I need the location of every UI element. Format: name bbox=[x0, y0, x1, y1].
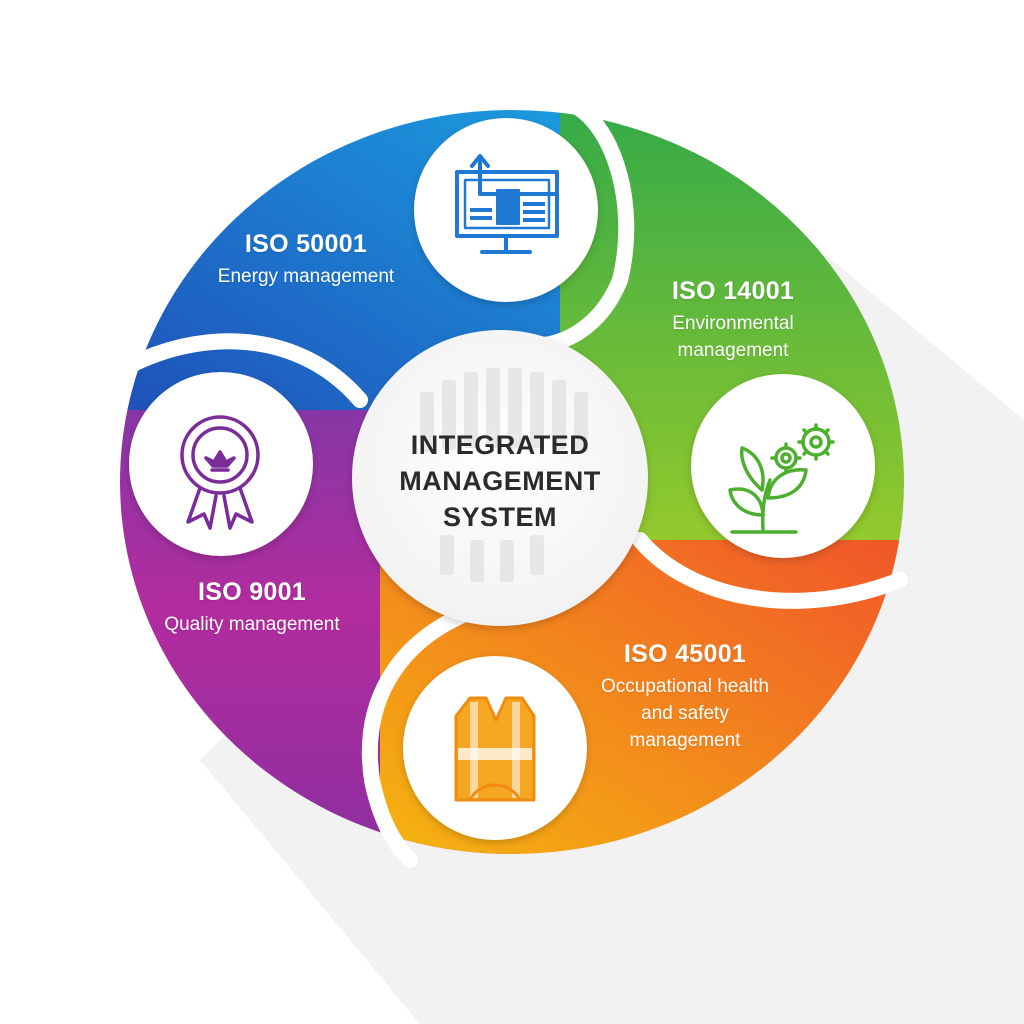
safety-vest-icon bbox=[454, 696, 536, 802]
center-title-line1: INTEGRATED bbox=[410, 430, 590, 460]
center-title: INTEGRATED MANAGEMENT SYSTEM bbox=[380, 427, 620, 535]
standard-environmental: ISO 14001 bbox=[671, 277, 795, 305]
description-ohs-2: and safety bbox=[641, 703, 729, 724]
divider-left bbox=[110, 333, 368, 408]
label-quality: ISO 9001 Quality management bbox=[164, 577, 339, 638]
divider-bottom bbox=[361, 604, 478, 868]
label-ohs: ISO 45001 Occupational health and safety… bbox=[601, 639, 769, 754]
description-environmental-1: Environmental bbox=[672, 313, 794, 334]
label-environmental: ISO 14001 Environmental management bbox=[672, 276, 794, 364]
award-ribbon-icon bbox=[180, 415, 260, 530]
standard-energy: ISO 50001 bbox=[244, 230, 368, 258]
description-ohs-1: Occupational health bbox=[601, 676, 769, 697]
standard-quality: ISO 9001 bbox=[197, 578, 307, 606]
description-ohs-3: management bbox=[629, 730, 741, 751]
label-energy: ISO 50001 Energy management bbox=[218, 229, 394, 290]
center-title-line3: SYSTEM bbox=[442, 502, 558, 532]
center-decor bbox=[420, 368, 588, 582]
divider-right bbox=[632, 532, 908, 609]
description-quality: Quality management bbox=[164, 614, 340, 635]
description-environmental-2: management bbox=[677, 340, 789, 361]
center-title-line2: MANAGEMENT bbox=[399, 466, 601, 496]
divider-top bbox=[532, 92, 635, 353]
plant-gears-icon bbox=[728, 423, 835, 534]
monitor-chart-icon bbox=[455, 154, 559, 254]
standard-ohs: ISO 45001 bbox=[623, 640, 747, 668]
description-energy: Energy management bbox=[217, 266, 395, 287]
